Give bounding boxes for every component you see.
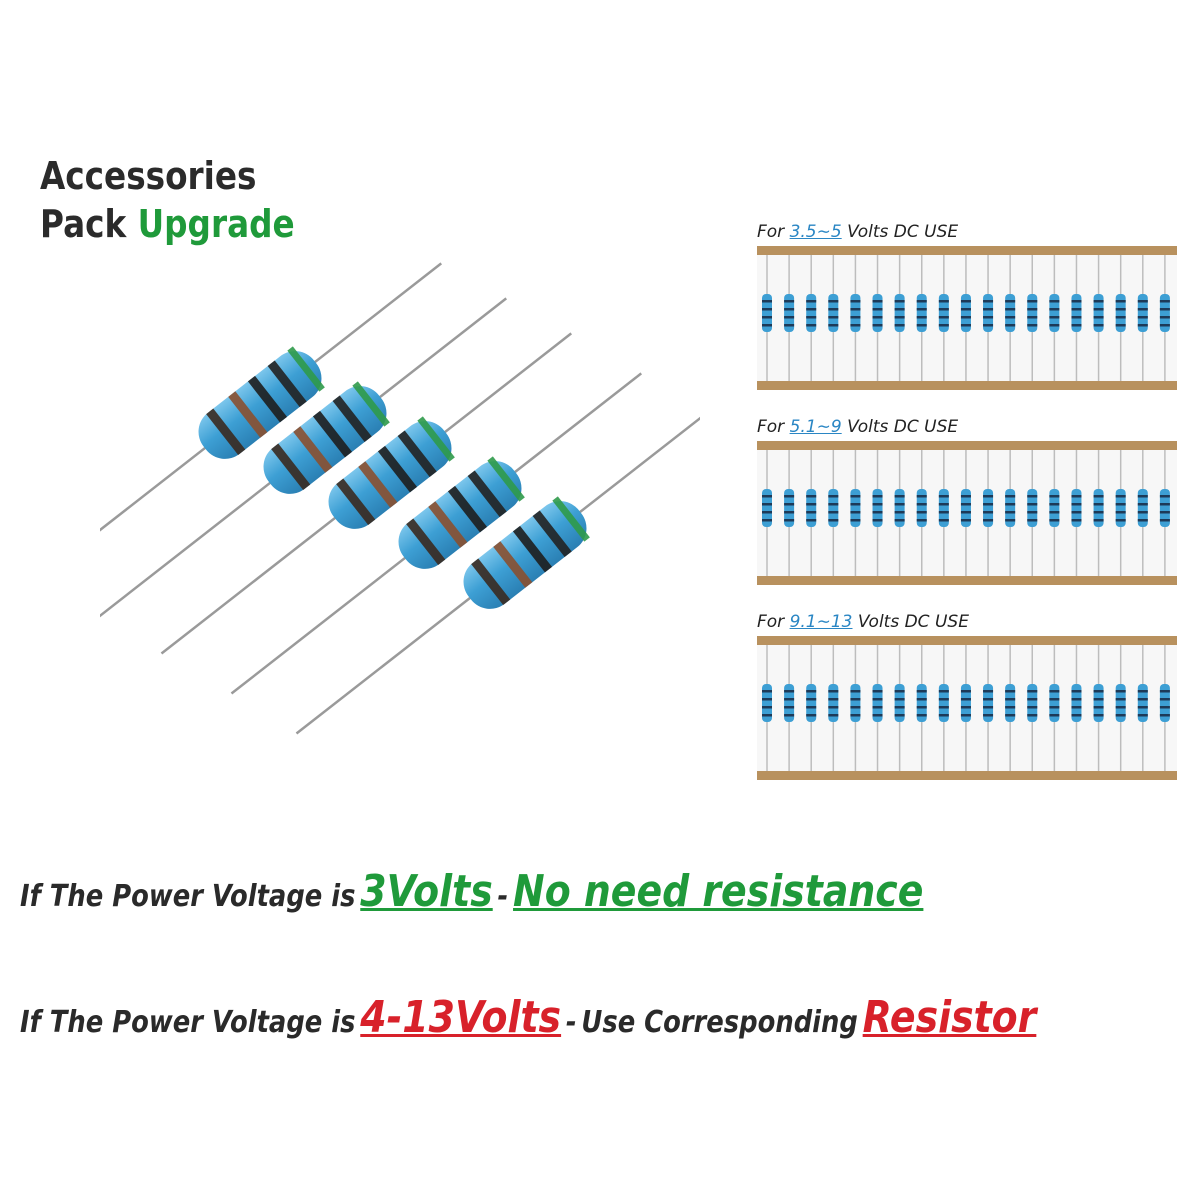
- resistor-icon: [1027, 684, 1038, 722]
- resistor-icon: [806, 489, 817, 527]
- note-1-tail: No need resistance: [513, 866, 924, 917]
- resistor-icon: [295, 412, 700, 735]
- note-1-dash: -: [497, 879, 509, 914]
- resistor-icon: [1049, 489, 1060, 527]
- note-2-dash: -: [565, 1005, 577, 1040]
- resistor-icon: [894, 294, 905, 332]
- strip-range-link[interactable]: 5.1∼9: [789, 417, 842, 437]
- resistor-icon: [872, 684, 883, 722]
- resistor-icon: [1005, 489, 1016, 527]
- resistor-icon: [1159, 684, 1170, 722]
- resistor-icon: [762, 294, 772, 332]
- resistor-tape-2: [757, 441, 1177, 585]
- note-2-tail: Resistor: [862, 992, 1037, 1043]
- note-line-2: If The Power Voltage is 4-13Volts - Use …: [20, 992, 1036, 1043]
- note-2-lead: If The Power Voltage is: [20, 1005, 356, 1040]
- strip-suffix: Volts DC USE: [847, 222, 959, 242]
- title-pack: Pack: [40, 202, 127, 246]
- note-1-lead: If The Power Voltage is: [20, 879, 356, 914]
- title-line-1: Accessories: [40, 154, 257, 198]
- resistor-icon: [1071, 489, 1082, 527]
- note-2-value: 4-13Volts: [360, 992, 562, 1043]
- resistor-illustration: [100, 262, 700, 735]
- resistor-icon: [230, 372, 643, 695]
- note-2-mid: Use Corresponding: [581, 1005, 858, 1040]
- resistor-icon: [828, 489, 839, 527]
- resistor-icon: [100, 262, 443, 585]
- resistor-tape-3: [757, 636, 1177, 780]
- resistor-icon: [938, 294, 949, 332]
- resistor-icon: [894, 684, 905, 722]
- page-title: Accessories Pack Upgrade: [40, 152, 295, 248]
- resistor-icon: [850, 684, 861, 722]
- resistor-icon: [806, 294, 817, 332]
- resistor-icon: [1115, 684, 1126, 722]
- title-line-2: Pack Upgrade: [40, 200, 295, 248]
- resistor-icon: [1005, 294, 1016, 332]
- resistor-icon: [100, 297, 508, 620]
- resistor-icon: [1093, 489, 1104, 527]
- resistor-icon: [1093, 294, 1104, 332]
- strip-label-3: For 9.1∼13 Volts DC USE: [757, 612, 969, 632]
- strip-range-link[interactable]: 3.5∼5: [789, 222, 842, 242]
- resistor-icon: [1027, 489, 1038, 527]
- resistor-icon: [938, 489, 949, 527]
- resistor-icon: [828, 684, 839, 722]
- resistor-icon: [1115, 294, 1126, 332]
- strip-range-link[interactable]: 9.1∼13: [789, 612, 853, 632]
- resistor-icon: [806, 684, 817, 722]
- strip-suffix: Volts DC USE: [847, 417, 959, 437]
- resistor-icon: [1071, 294, 1082, 332]
- resistor-icon: [960, 294, 971, 332]
- strip-label-1: For 3.5∼5 Volts DC USE: [757, 222, 958, 242]
- resistor-tape-1: [757, 246, 1177, 390]
- title-upgrade: Upgrade: [137, 202, 295, 246]
- resistor-icon: [938, 684, 949, 722]
- strip-prefix: For: [757, 417, 785, 437]
- note-1-value: 3Volts: [360, 866, 493, 917]
- note-line-1: If The Power Voltage is 3Volts - No need…: [20, 866, 923, 917]
- resistor-icon: [1005, 684, 1016, 722]
- resistor-icon: [916, 489, 927, 527]
- resistor-icon: [762, 684, 772, 722]
- resistor-icon: [894, 489, 905, 527]
- resistor-icon: [1137, 294, 1148, 332]
- resistor-icon: [1093, 684, 1104, 722]
- resistor-icon: [1115, 489, 1126, 527]
- strip-label-2: For 5.1∼9 Volts DC USE: [757, 417, 958, 437]
- resistor-icon: [762, 489, 772, 527]
- strip-suffix: Volts DC USE: [857, 612, 969, 632]
- resistor-icon: [916, 294, 927, 332]
- resistor-icon: [1049, 684, 1060, 722]
- resistor-icon: [960, 684, 971, 722]
- resistor-icon: [960, 489, 971, 527]
- resistor-icon: [828, 294, 839, 332]
- resistor-icon: [784, 489, 795, 527]
- resistor-icon: [850, 294, 861, 332]
- resistor-icon: [1137, 489, 1148, 527]
- resistor-icon: [916, 684, 927, 722]
- resistor-icon: [784, 684, 795, 722]
- resistor-icon: [1137, 684, 1148, 722]
- resistor-icon: [1049, 294, 1060, 332]
- resistor-icon: [160, 332, 573, 655]
- resistor-icon: [983, 489, 994, 527]
- resistor-icon: [872, 489, 883, 527]
- strip-prefix: For: [757, 612, 785, 632]
- resistor-icon: [872, 294, 883, 332]
- strip-prefix: For: [757, 222, 785, 242]
- resistor-icon: [850, 489, 861, 527]
- resistor-icon: [1159, 489, 1170, 527]
- resistor-icon: [1071, 684, 1082, 722]
- resistor-icon: [1159, 294, 1170, 332]
- resistor-icon: [983, 684, 994, 722]
- resistor-icon: [983, 294, 994, 332]
- resistor-icon: [784, 294, 795, 332]
- resistor-icon: [1027, 294, 1038, 332]
